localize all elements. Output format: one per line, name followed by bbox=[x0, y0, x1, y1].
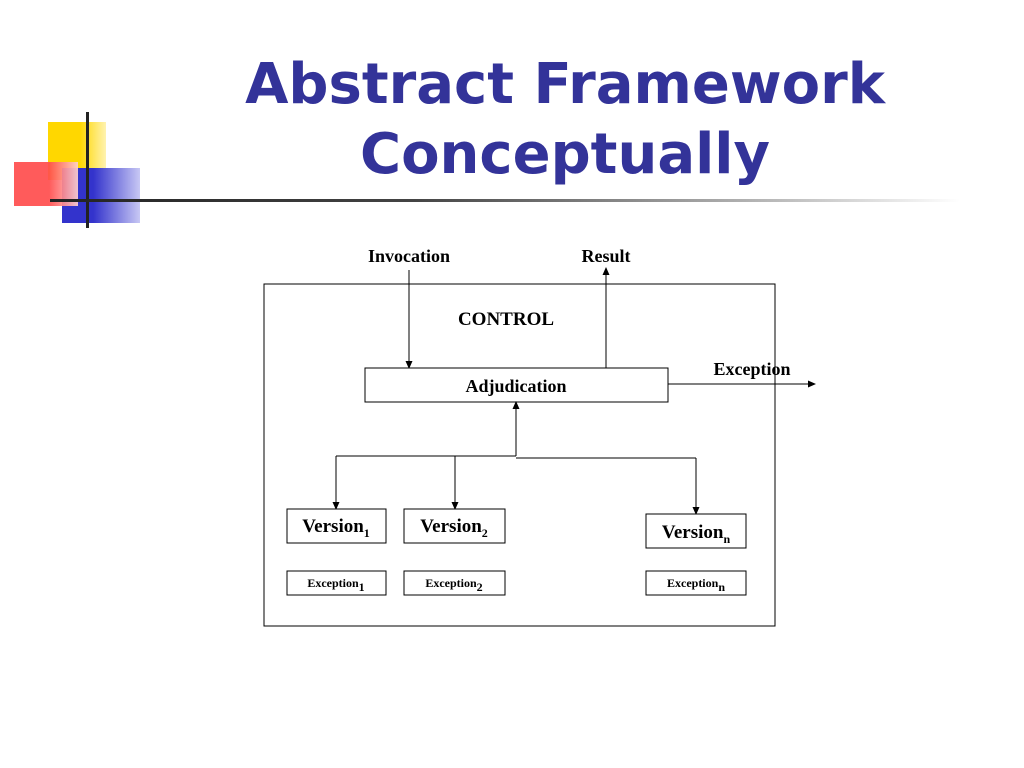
exception-2-label: Exception2 bbox=[425, 576, 482, 594]
version-n-base: Version bbox=[662, 522, 724, 543]
title-line-2: Conceptually bbox=[359, 122, 771, 187]
exception-n-node: Exceptionn bbox=[645, 570, 747, 596]
exception-label: Exception bbox=[713, 359, 790, 379]
exception-2-base: Exception bbox=[425, 576, 477, 590]
version-1-box bbox=[286, 508, 387, 544]
version-n-subscript: n bbox=[723, 532, 730, 546]
exception-2-node: Exception2 bbox=[403, 570, 506, 596]
version-2-node: Version2 bbox=[403, 508, 506, 544]
exception-n-label: Exceptionn bbox=[667, 576, 725, 594]
version-1-label: Version1 bbox=[302, 516, 370, 540]
exception-2-subscript: 2 bbox=[477, 580, 483, 594]
slide-title: Abstract Framework Conceptually bbox=[180, 50, 950, 190]
exception-1-box bbox=[286, 570, 387, 596]
deco-horizontal-rule bbox=[50, 199, 960, 202]
version-2-label: Version2 bbox=[420, 516, 488, 540]
version-n-box bbox=[645, 513, 747, 549]
control-label: CONTROL bbox=[458, 309, 554, 330]
exception-1-subscript: 1 bbox=[359, 580, 365, 594]
control-box bbox=[263, 283, 776, 627]
exception-n-subscript: n bbox=[718, 580, 725, 594]
deco-red-square bbox=[14, 162, 78, 206]
result-label: Result bbox=[582, 246, 631, 266]
exception-1-node: Exception1 bbox=[286, 570, 387, 596]
deco-vertical-line bbox=[86, 112, 89, 228]
exception-2-box bbox=[403, 570, 506, 596]
title-line-1: Abstract Framework bbox=[245, 52, 885, 117]
exception-n-box bbox=[645, 570, 747, 596]
version-1-base: Version bbox=[302, 516, 364, 537]
version-2-base: Version bbox=[420, 516, 482, 537]
adjudication-box bbox=[364, 367, 669, 403]
adjudication-label: Adjudication bbox=[465, 376, 566, 396]
exception-1-base: Exception bbox=[307, 576, 359, 590]
version-n-node: Versionn bbox=[645, 513, 747, 549]
exception-n-base: Exception bbox=[667, 576, 719, 590]
version-2-subscript: 2 bbox=[482, 526, 488, 540]
exception-1-label: Exception1 bbox=[307, 576, 364, 594]
version-1-subscript: 1 bbox=[364, 526, 370, 540]
invocation-label: Invocation bbox=[368, 246, 450, 266]
version-1-node: Version1 bbox=[286, 508, 387, 544]
version-2-box bbox=[403, 508, 506, 544]
version-n-label: Versionn bbox=[662, 522, 731, 546]
